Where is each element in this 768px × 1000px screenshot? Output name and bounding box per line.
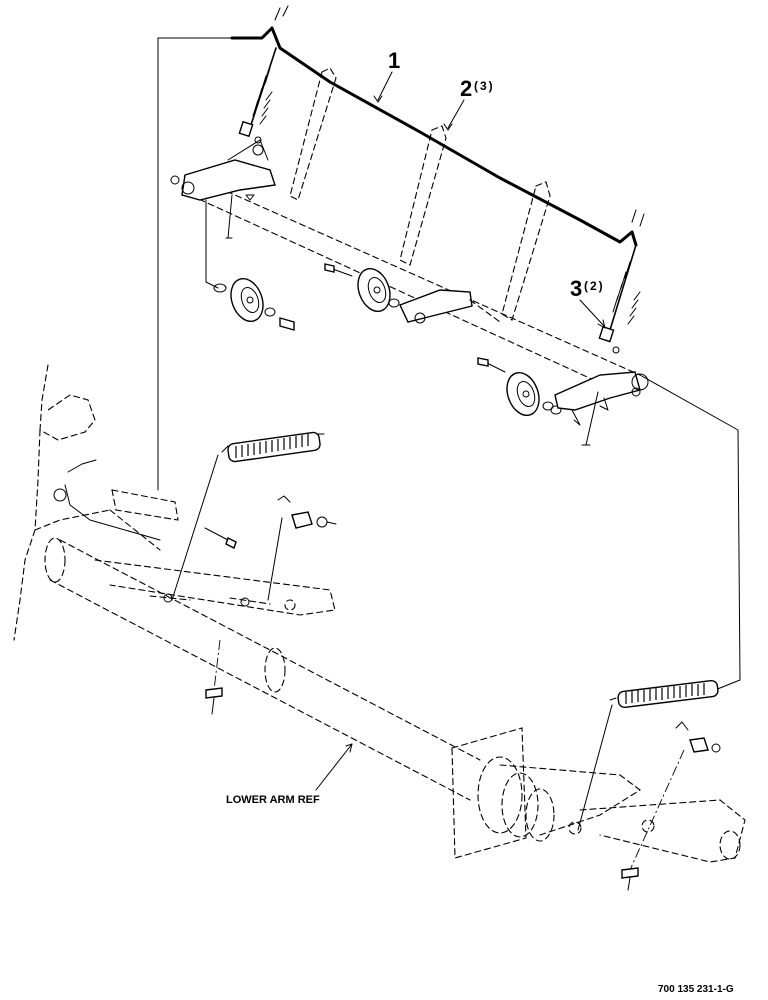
callout-quantity: (3) (474, 79, 495, 93)
lower-arm-tube (44, 537, 481, 801)
callout-quantity: (2) (584, 279, 605, 293)
right-eyebolt (598, 244, 641, 354)
right-lower-latch (621, 721, 721, 891)
cable-guides (289, 67, 551, 321)
callout-number: 3 (570, 276, 582, 301)
figure-identifier: 700 135 231-1-G (658, 984, 734, 995)
assembly-leaders (157, 37, 741, 691)
lower-arm-ref-label: LOWER ARM REF (226, 794, 320, 806)
idler-pulley-right (477, 357, 562, 417)
left-eyebolt (238, 47, 277, 144)
left-upper-bracket (170, 139, 276, 239)
right-lower-mount (451, 727, 746, 863)
left-lower-bracket (53, 459, 237, 551)
callout-2: 2 (3) (443, 76, 495, 131)
callout-number: 1 (388, 48, 400, 73)
upper-rail (189, 174, 641, 393)
lower-arm-leader (315, 743, 353, 791)
frame-outline (13, 364, 111, 641)
cable-assembly (230, 5, 645, 247)
center-latch (149, 495, 337, 607)
callout-3: 3 (2) (570, 276, 606, 329)
spring-right (609, 679, 719, 709)
callout-number: 2 (460, 76, 472, 101)
spring-left (221, 431, 325, 463)
right-upper-bracket (554, 371, 649, 446)
callout-1: 1 (373, 48, 400, 103)
idler-pulley-left (213, 277, 295, 331)
spring-leaders (171, 454, 613, 831)
idler-pulley-middle (324, 263, 501, 324)
lower-left-bolt (205, 639, 223, 715)
